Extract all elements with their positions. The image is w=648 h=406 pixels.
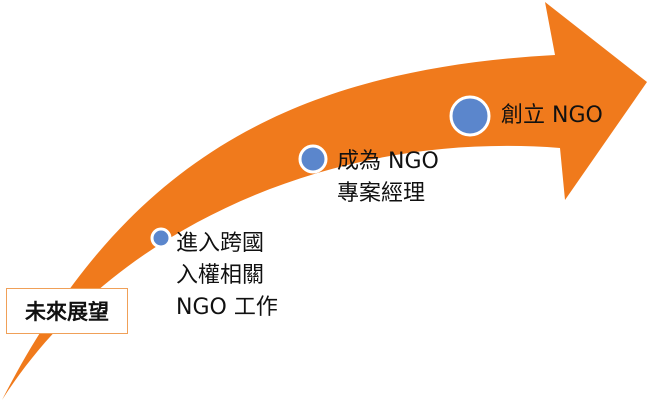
curved-growth-arrow bbox=[2, 2, 647, 400]
milestone-node-1 bbox=[150, 227, 172, 249]
milestone-1-line-2: 入權相關 bbox=[176, 263, 265, 288]
milestone-2-line-1: 成為 NGO bbox=[337, 149, 439, 174]
milestone-2-line-2: 專案經理 bbox=[337, 181, 426, 206]
future-outlook-label: 未來展望 bbox=[6, 288, 128, 334]
milestone-label-3: 創立 NGO bbox=[501, 100, 603, 132]
milestone-node-3 bbox=[449, 95, 491, 137]
milestone-1-line-1: 進入跨國 bbox=[176, 231, 265, 256]
milestone-1-line-3: NGO 工作 bbox=[176, 295, 278, 320]
milestone-node-2 bbox=[298, 144, 328, 174]
future-outlook-text: 未來展望 bbox=[25, 300, 109, 324]
milestone-3-line-1: 創立 NGO bbox=[501, 103, 603, 128]
milestone-label-1: 進入跨國 入權相關 NGO 工作 bbox=[176, 228, 278, 324]
milestone-label-2: 成為 NGO 專案經理 bbox=[337, 146, 439, 210]
